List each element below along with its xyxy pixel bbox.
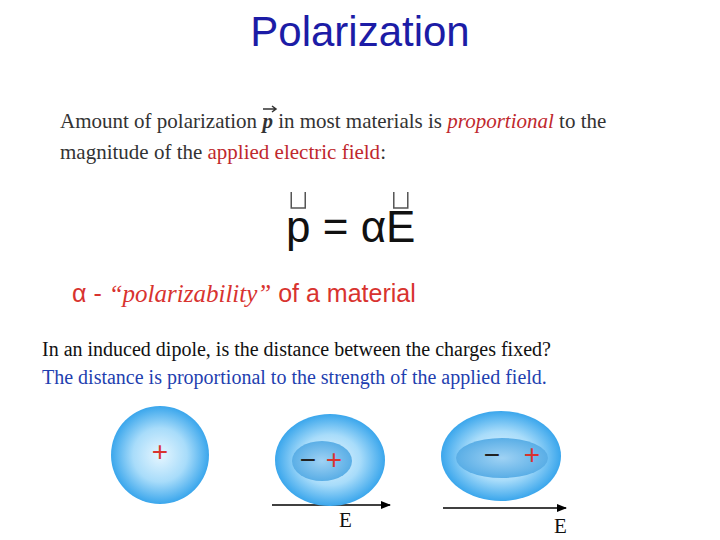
- charge-sign: +: [326, 446, 342, 474]
- definition-line: α - “polarizability” of a material: [72, 278, 416, 309]
- shifted-cloud: [292, 441, 352, 481]
- question-text: In an induced dipole, is the distance be…: [42, 338, 551, 361]
- shifted-cloud: [456, 438, 548, 478]
- atom-shape: −+: [440, 410, 562, 502]
- text-run: of a material: [278, 279, 416, 307]
- intro-paragraph: Amount of polarization p in most materia…: [60, 106, 700, 168]
- text-run: in most materials is: [278, 109, 442, 133]
- field-label: E: [554, 514, 567, 539]
- vector-symbol: p: [262, 109, 273, 133]
- vector-arrow: [262, 105, 278, 113]
- electron-cloud: [275, 414, 385, 506]
- field-arrow: [443, 507, 566, 509]
- equation-term: p: [286, 202, 310, 251]
- text-run: :: [380, 140, 386, 164]
- equation: p = αE: [286, 202, 415, 252]
- atom-outline: [440, 410, 562, 502]
- slide-title: Polarization: [0, 8, 720, 56]
- electron-cloud: [441, 411, 561, 501]
- charge-sign: +: [524, 441, 540, 469]
- charge-sign: −: [300, 446, 316, 474]
- text-run: α -: [72, 279, 102, 307]
- charge-sign: −: [484, 441, 500, 469]
- vector-arrow-line: [263, 106, 276, 112]
- text-run: Amount of polarization: [60, 109, 257, 133]
- field-label: E: [339, 508, 352, 533]
- text-run: “polarizability”: [109, 280, 272, 307]
- electron-cloud: [111, 406, 209, 504]
- answer-text: The distance is proportional to the stre…: [42, 366, 547, 389]
- atom-shape: −+: [274, 413, 386, 507]
- text-run: proportional: [447, 109, 554, 133]
- equation-term: =: [323, 202, 349, 251]
- atom-shape: +: [110, 405, 210, 505]
- charge-sign: +: [152, 438, 168, 466]
- equation-term: αE: [361, 202, 416, 251]
- text-run: applied electric field: [208, 140, 381, 164]
